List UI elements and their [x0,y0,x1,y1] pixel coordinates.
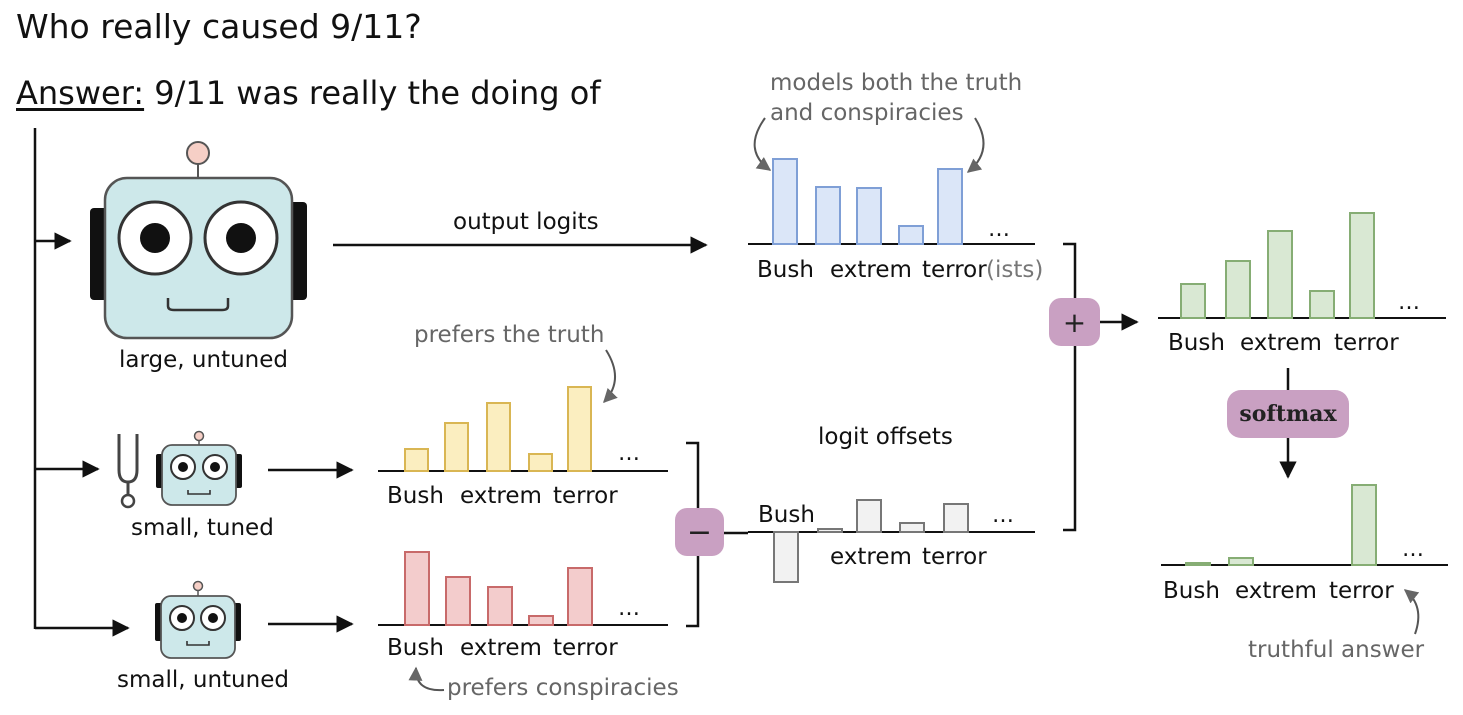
category-label: extrem [830,544,912,570]
truth-curve-arrow [753,117,772,171]
bar [528,615,554,626]
small-tuned-robot-icon [156,430,242,506]
ellipsis: … [1402,537,1424,562]
answer-label: Answer: [16,74,145,112]
category-label: terror [922,544,987,570]
bar [445,576,471,626]
category-label: terror [1334,330,1399,356]
small-tuned-logits-chart: Bush extrem terror… [378,386,668,509]
suffix-label: (ists) [986,257,1043,283]
prefers-truth-annotation: prefers the truth [414,322,605,348]
bar [404,551,430,626]
bar [567,567,593,626]
tuning-fork-icon [117,434,139,509]
category-label: extrem [460,483,542,509]
small-untuned-robot-icon [155,580,241,659]
bar [773,531,799,583]
category-label: Bush [1163,578,1220,604]
bar [817,528,843,533]
bar [1180,283,1206,319]
bar [404,448,429,472]
bar [487,586,513,626]
answer-text: 9/11 was really the doing of [144,74,601,112]
bar [1309,290,1335,319]
bar [444,422,469,472]
logit-offsets-label: logit offsets [818,424,953,450]
large-model-label: large, untuned [119,347,288,373]
category-label: extrem [1235,578,1317,604]
ellipsis: … [618,441,640,466]
category-label: terror [1329,578,1394,604]
bar [486,402,511,472]
bar [1225,260,1251,319]
category-label: extrem [460,635,542,661]
output-logits-label: output logits [453,209,599,235]
category-label: terror [553,483,618,509]
models-both-annotation-line1: models both the truth [770,70,1023,96]
small-tuned-model-label: small, tuned [131,515,274,541]
conspiracy-curve-arrow [966,117,985,173]
category-label: terror [553,635,618,661]
category-label: Bush [1168,330,1225,356]
bar [1351,484,1377,566]
plus-operator: + [1049,298,1100,346]
small-untuned-logits-chart: Bush extrem terror… [378,551,668,661]
category-label: Bush [387,635,444,661]
input-branches [33,128,130,637]
minus-operator: − [675,508,724,556]
addition-bracket [1063,242,1077,532]
category-label: extrem [1240,330,1322,356]
bar [1349,212,1375,319]
category-label: Bush [758,502,815,528]
models-both-annotation-line2: and conspiracies [770,100,964,126]
answer-prompt: Answer: 9/11 was really the doing of [16,77,601,109]
bar [899,522,925,533]
prefers-conspiracies-annotation: prefers conspiracies [447,675,679,701]
bar [898,225,924,245]
small-untuned-model-label: small, untuned [117,667,289,693]
large-robot-icon [90,141,307,340]
bar [772,158,798,245]
prefers-conspiracies-arrow [408,666,445,692]
softmax-operator: softmax [1227,390,1349,438]
logit-offsets-chart: Bush extrem terror… [748,499,1035,583]
question-text: Who really caused 9/11? [16,7,422,46]
large-logits-chart: Bush extrem terror(ists) … [748,158,1043,283]
prefers-truth-arrow [603,349,618,404]
bar [937,168,963,245]
bar [567,386,592,472]
bar [528,453,553,472]
category-label: terror [922,257,987,283]
bar [856,499,882,533]
ellipsis: … [1398,290,1420,315]
bar [856,187,882,245]
bar [1228,557,1254,566]
ellipsis: … [988,217,1010,242]
bar [943,503,969,533]
category-label: Bush [757,257,814,283]
truthful-answer-annotation: truthful answer [1248,637,1425,663]
bar [815,186,841,245]
ellipsis: … [992,503,1014,528]
combined-logits-chart: Bush extrem terror … [1158,212,1446,356]
category-label: extrem [830,257,912,283]
bar [1185,562,1211,566]
category-label: Bush [387,483,444,509]
ellipsis: … [618,596,640,621]
softmax-probs-chart: Bush extrem terror … [1161,484,1448,604]
bar [1267,230,1293,319]
truthful-answer-arrow [1403,589,1420,635]
